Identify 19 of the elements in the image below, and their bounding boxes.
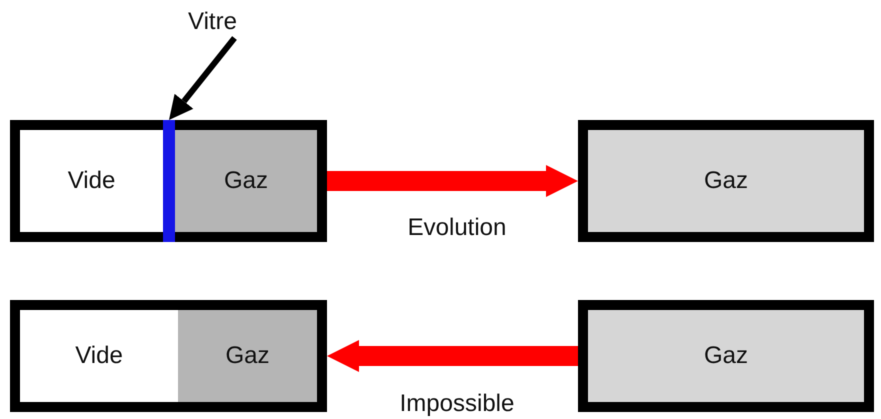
compartment-label: Vide [68,167,116,195]
block-arrow [327,340,578,372]
edge-label: Impossible [400,390,514,418]
glass-pane [163,120,175,242]
container-box [10,300,327,412]
edge-label: Evolution [408,214,506,242]
compartment-label: Gaz [704,167,748,195]
gas-compartment [178,310,317,402]
compartment-label: Gaz [704,342,748,370]
compartment-label: Vide [75,342,123,370]
leader-arrow [169,36,237,120]
compartment-label: Gaz [224,167,268,195]
callout-label: Vitre [188,8,237,36]
gas-container [578,120,874,242]
block-arrow [327,165,578,197]
gas-compartment [175,130,317,232]
gas-container [578,300,874,412]
container-box [10,120,327,242]
compartment-label: Gaz [225,342,270,370]
